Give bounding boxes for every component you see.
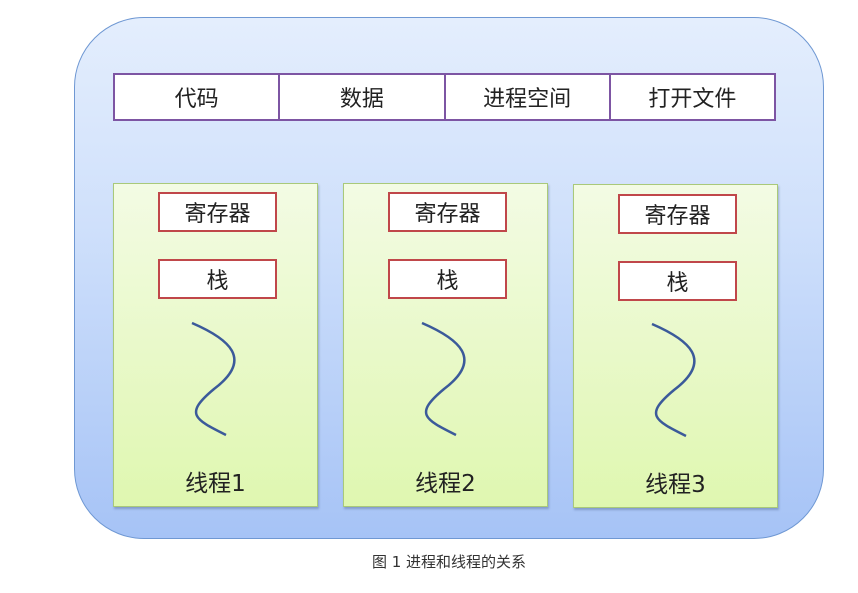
thread-3: 寄存器 栈 线程3 xyxy=(573,184,778,508)
thread-stack: 栈 xyxy=(158,259,277,299)
thread-1: 寄存器 栈 线程1 xyxy=(113,183,318,507)
thread-2: 寄存器 栈 线程2 xyxy=(343,183,548,507)
resource-data: 数据 xyxy=(280,75,446,119)
thread-stack: 栈 xyxy=(618,261,737,301)
resource-open-files: 打开文件 xyxy=(648,87,737,112)
thread-register: 寄存器 xyxy=(618,194,737,234)
thread-register: 寄存器 xyxy=(388,192,507,232)
thread-label: 线程1 xyxy=(185,471,246,497)
process-shared-resources: 代码 数据 进程空间 打开文件 xyxy=(113,73,776,121)
thread-wave-icon xyxy=(421,321,466,437)
resource-code: 代码 xyxy=(115,75,281,119)
thread-wave-icon xyxy=(191,321,236,437)
resource-process-space: 进程空间 xyxy=(446,75,611,119)
thread-wave-icon xyxy=(651,322,696,438)
figure-caption: 图 1 进程和线程的关系 xyxy=(371,553,527,571)
thread-label: 线程3 xyxy=(645,472,706,498)
thread-stack: 栈 xyxy=(388,259,507,299)
thread-label: 线程2 xyxy=(415,471,476,497)
thread-register: 寄存器 xyxy=(158,192,277,232)
